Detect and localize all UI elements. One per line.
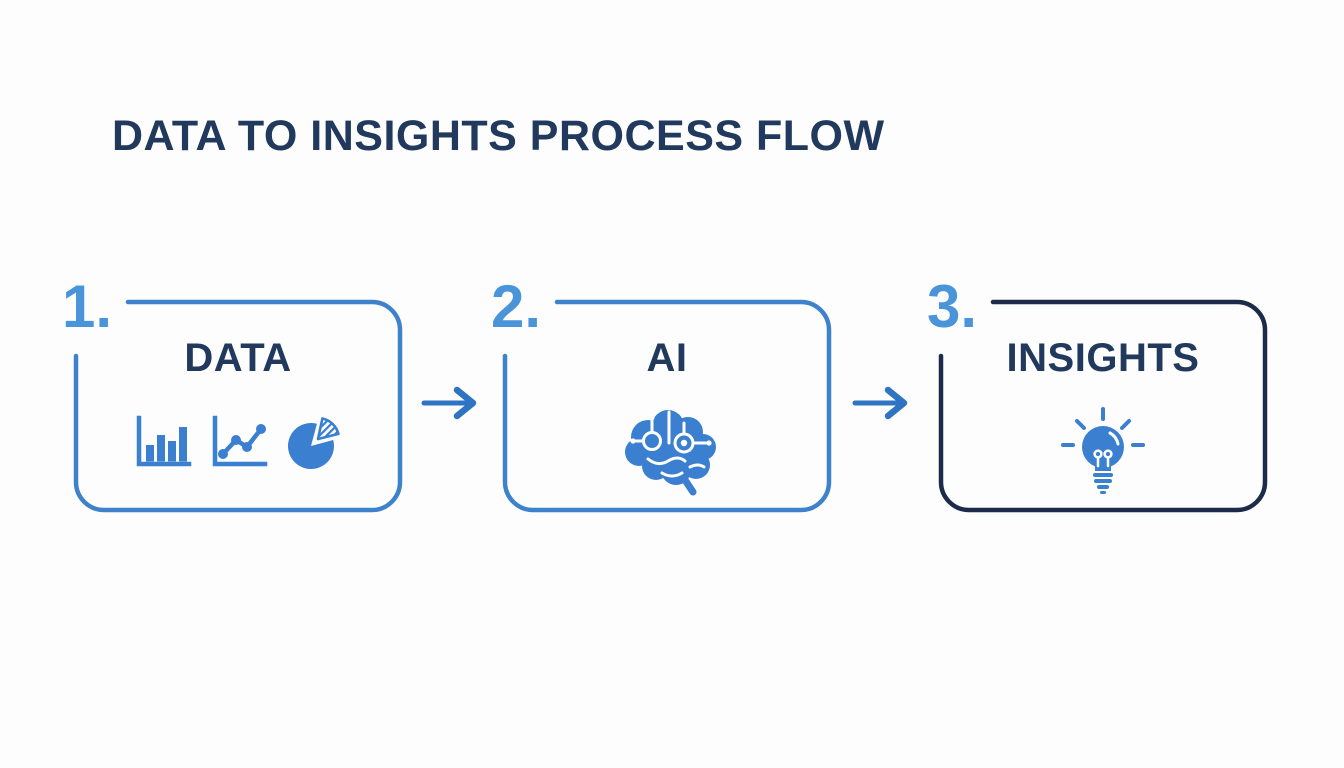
lightbulb-icon	[1061, 407, 1145, 494]
box-border-path	[502, 299, 832, 513]
step-number: 2.	[491, 273, 542, 340]
data-icons-row	[76, 412, 400, 470]
step-number: 3.	[927, 273, 978, 340]
step-number: 1.	[62, 273, 113, 340]
bar-chart-icon	[136, 415, 192, 467]
step-box-outline	[938, 299, 1268, 513]
line-chart-icon	[212, 415, 268, 467]
step-box-outline	[73, 299, 403, 513]
arrow-right-icon	[852, 386, 908, 420]
pie-chart-icon	[287, 417, 340, 470]
box-border-path	[938, 299, 1268, 513]
box-border-path	[73, 299, 403, 513]
arrow-right-icon	[421, 386, 477, 420]
step-label: DATA	[184, 336, 292, 380]
step-label: INSIGHTS	[1006, 336, 1200, 380]
step-box-outline	[502, 299, 832, 513]
page-title: DATA TO INSIGHTS PROCESS FLOW	[112, 112, 885, 160]
step-label: AI	[646, 336, 688, 380]
brain-circuit-icon	[625, 410, 716, 496]
